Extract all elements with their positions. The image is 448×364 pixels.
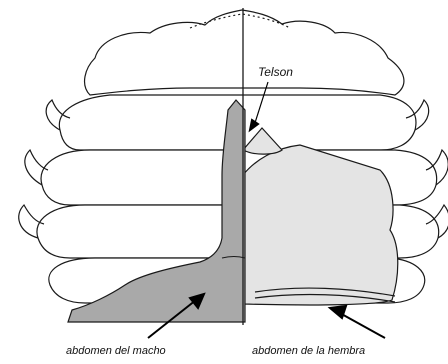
carapace-outline — [85, 10, 404, 95]
label-telson: Telson — [258, 65, 293, 79]
female-arrow-line — [338, 312, 385, 338]
female-arrowhead — [330, 306, 346, 318]
label-female-abdomen: abdomen de la hembra — [252, 345, 365, 357]
label-male-abdomen: abdomen del macho — [66, 345, 166, 357]
